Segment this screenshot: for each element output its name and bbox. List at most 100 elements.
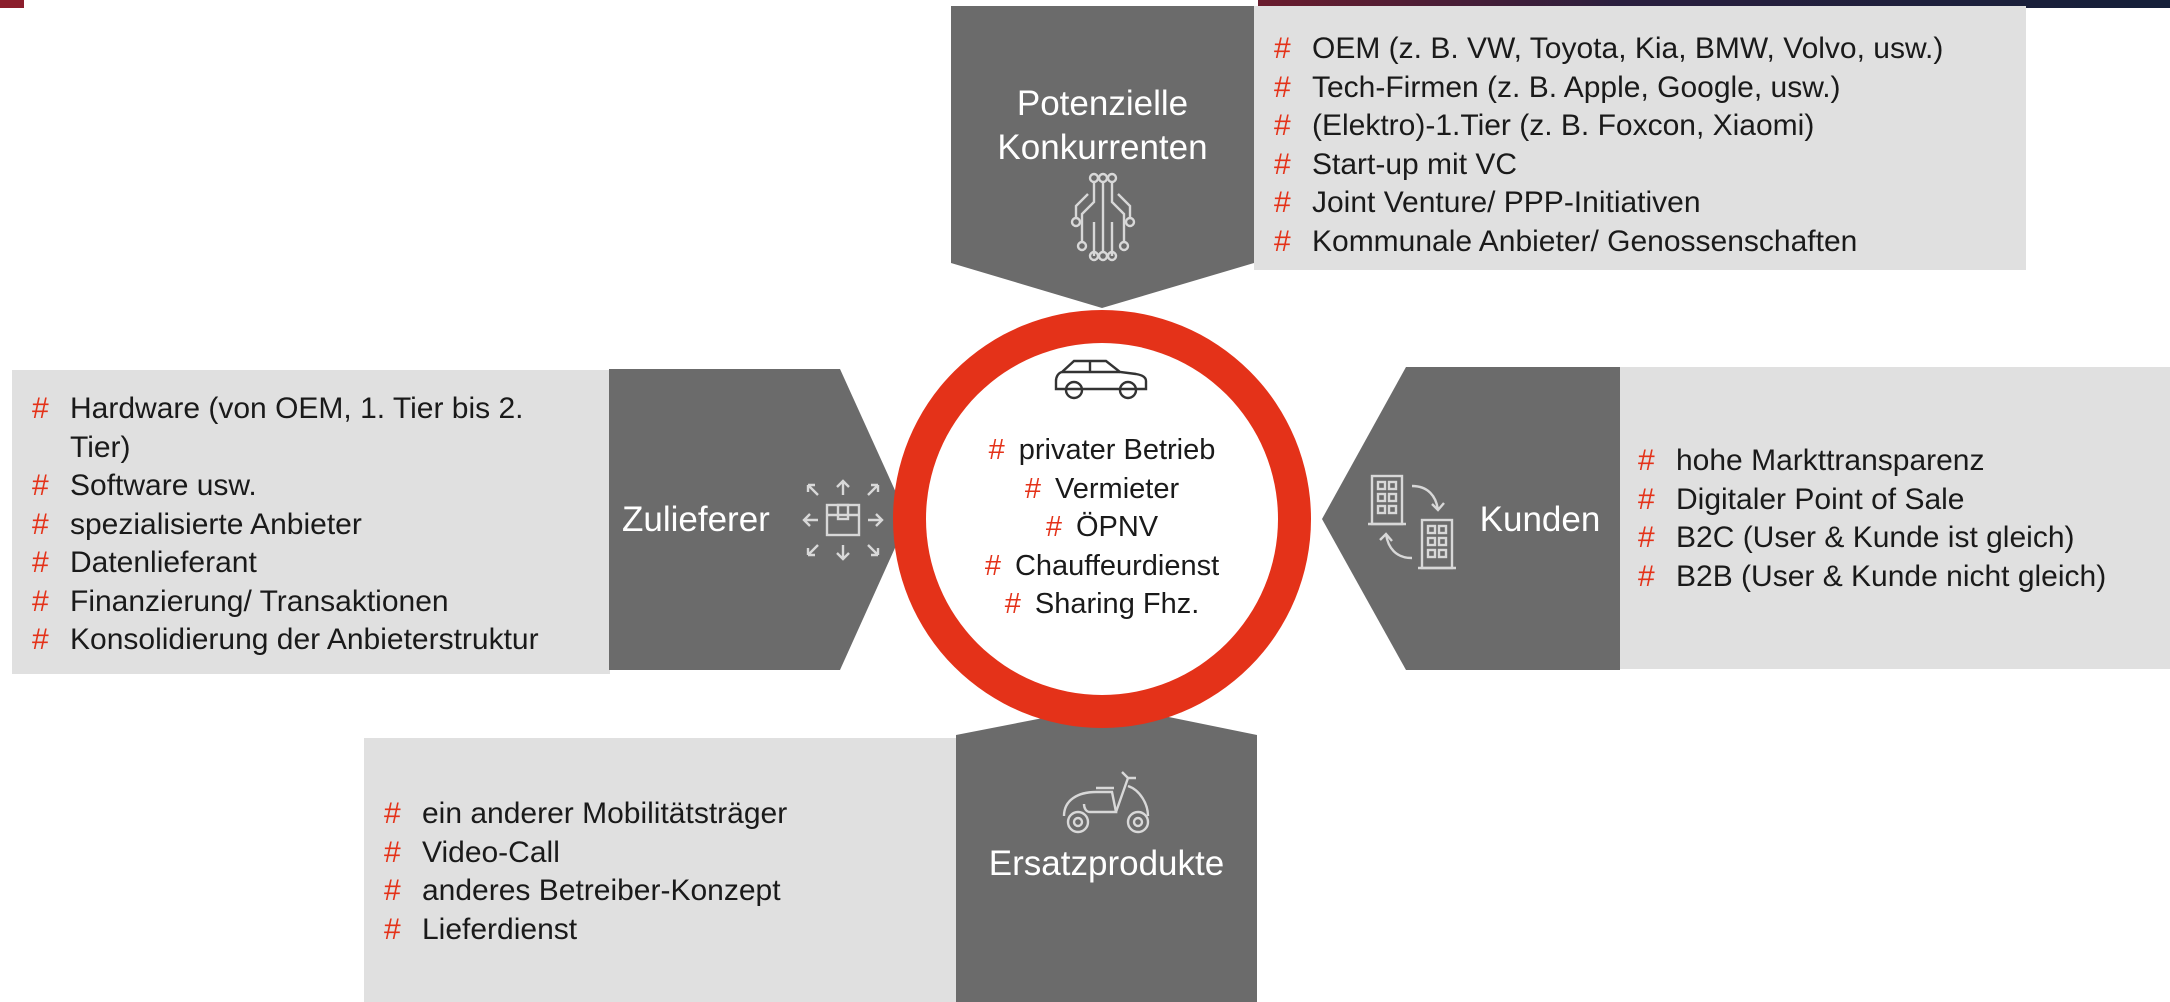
center-item: # Sharing Fhz. <box>952 585 1252 624</box>
scooter-icon <box>1062 771 1150 834</box>
customers-item: # Digitaler Point of Sale <box>1638 481 2106 520</box>
hash-bullet-icon: # <box>384 835 401 869</box>
customers-shape <box>1322 367 1620 670</box>
substitutes-item: # Lieferdienst <box>384 911 787 950</box>
hash-bullet-icon: # <box>984 549 1001 582</box>
hash-bullet-icon: # <box>1638 482 1655 516</box>
customers-item: # B2C (User & Kunde ist gleich) <box>1638 519 2106 558</box>
competitors-item-text: Joint Venture/ PPP-Initiativen <box>1312 186 1701 219</box>
competitors-item: # Joint Venture/ PPP-Initiativen <box>1274 184 1943 223</box>
suppliers-item: # Hardware (von OEM, 1. Tier bis 2. Tier) <box>32 390 572 467</box>
hash-bullet-icon: # <box>1274 32 1291 65</box>
customers-item: # B2B (User & Kunde nicht gleich) <box>1638 558 2106 597</box>
competitors-item: #(Elektro)-1.Tier (z. B. Foxcon, Xiaomi) <box>1274 107 1943 146</box>
competitors-item-text: Start-up mit VC <box>1312 147 1518 181</box>
buildings-exchange-icon <box>1368 474 1456 570</box>
center-item: # Chauffeurdienst <box>952 547 1252 586</box>
competitors-shape <box>951 6 1254 308</box>
hash-bullet-icon: # <box>384 874 401 907</box>
hash-bullet-icon: # <box>384 797 401 830</box>
customers-item-text: B2B (User & Kunde nicht gleich) <box>1676 559 2107 593</box>
hash-bullet-icon: # <box>32 623 49 656</box>
hash-bullet-icon: # <box>1045 511 1062 543</box>
suppliers-item: # Konsolidierung der Anbieterstruktur <box>32 621 572 660</box>
hash-bullet-icon: # <box>1274 70 1291 104</box>
hash-bullet-icon: # <box>32 584 49 618</box>
suppliers-panel: # Hardware (von OEM, 1. Tier bis 2. Tier)… <box>12 370 610 674</box>
suppliers-item-text: Software usw. <box>70 469 257 502</box>
suppliers-shape <box>609 369 908 670</box>
customers-item-text: Digitaler Point of Sale <box>1676 482 1965 516</box>
substitutes-shape <box>956 705 1257 1002</box>
hash-bullet-icon: # <box>1638 559 1655 593</box>
competitors-item-text: (Elektro)-1.Tier (z. B. Foxcon, Xiaomi) <box>1312 109 1815 142</box>
competitors-item: # Kommunale Anbieter/ Genossenschaften <box>1274 223 1943 262</box>
center-item: # privater Betrieb <box>952 431 1252 470</box>
hash-bullet-icon: # <box>32 469 49 502</box>
competitors-item: # Tech-Firmen (z. B. Apple, Google, usw.) <box>1274 69 1943 108</box>
customers-item-text: hohe Markttransparenz <box>1676 444 1985 477</box>
suppliers-item-text: Datenlieferant <box>70 546 257 579</box>
hash-bullet-icon: # <box>1274 224 1291 258</box>
substitutes-item: # ein anderer Mobilitätsträger <box>384 795 787 834</box>
center-item: # ÖPNV <box>952 508 1252 547</box>
suppliers-list: # Hardware (von OEM, 1. Tier bis 2. Tier)… <box>32 390 572 660</box>
suppliers-item-text: Finanzierung/ Transaktionen <box>70 584 449 618</box>
substitutes-item-text: Lieferdienst <box>422 912 578 946</box>
customers-list: # hohe Markttransparenz # Digitaler Point o… <box>1638 442 2106 596</box>
center-item-text: Vermieter <box>1055 472 1180 505</box>
substitutes-item: # anderes Betreiber-Konzept <box>384 872 787 911</box>
hash-bullet-icon: # <box>1274 147 1291 181</box>
competitors-title-line1: Potenzielle <box>1016 84 1189 123</box>
hash-bullet-icon: # <box>1274 186 1291 219</box>
customers-panel: # hohe Markttransparenz # Digitaler Point o… <box>1618 367 2170 669</box>
suppliers-item: # spezialisierte Anbieter <box>32 506 572 545</box>
hash-bullet-icon: # <box>1024 472 1042 505</box>
hash-bullet-icon: # <box>32 546 49 579</box>
center-disc <box>926 343 1278 695</box>
hash-bullet-icon: # <box>384 912 401 946</box>
substitutes-item-text: Video-Call <box>422 835 560 869</box>
substitutes-panel: # ein anderer Mobilitätsträger # Video-Call… <box>364 738 958 1002</box>
substitutes-item-text: ein anderer Mobilitätsträger <box>422 797 788 830</box>
suppliers-item: # Finanzierung/ Transaktionen <box>32 583 572 622</box>
suppliers-item: # Software usw. <box>32 467 572 506</box>
competitors-item-text: Tech-Firmen (z. B. Apple, Google, usw.) <box>1312 70 1841 104</box>
suppliers-item-text: Konsolidierung der Anbieterstruktur <box>70 623 539 656</box>
competitors-list: # OEM (z. B. VW, Toyota, Kia, BMW, Volvo,… <box>1274 30 1943 261</box>
competitors-item: # Start-up mit VC <box>1274 146 1943 185</box>
substitutes-item-text: anderes Betreiber-Konzept <box>422 874 781 907</box>
package-distribution-icon <box>802 479 884 561</box>
center-list: # privater Betrieb # Vermieter # ÖPNV # Chauffe… <box>952 431 1252 624</box>
substitutes-title: Ersatzprodukte <box>988 844 1225 883</box>
suppliers-title: Zulieferer <box>622 500 770 539</box>
competitors-item-text: Kommunale Anbieter/ Genossenschaften <box>1312 224 1858 258</box>
suppliers-item: # Datenlieferant <box>32 544 572 583</box>
center-item-text: Chauffeurdienst <box>1014 549 1220 582</box>
customers-item-text: B2C (User & Kunde ist gleich) <box>1676 521 2075 554</box>
suppliers-item-text: spezialisierte Anbieter <box>70 507 362 541</box>
competitors-item: # OEM (z. B. VW, Toyota, Kia, BMW, Volvo,… <box>1274 30 1943 69</box>
corner-accent-right <box>1258 0 2170 8</box>
substitutes-list: # ein anderer Mobilitätsträger # Video-Call… <box>384 795 787 949</box>
corner-accent-left <box>0 0 24 8</box>
hash-bullet-icon: # <box>1638 444 1655 477</box>
hash-bullet-icon: # <box>1004 588 1021 620</box>
center-item-text: Sharing Fhz. <box>1034 588 1200 620</box>
competitors-item-text: OEM (z. B. VW, Toyota, Kia, BMW, Volvo, … <box>1312 32 1944 65</box>
circuit-icon <box>1070 172 1136 262</box>
car-icon <box>1054 359 1148 400</box>
hash-bullet-icon: # <box>988 434 1005 466</box>
hash-bullet-icon: # <box>1638 521 1655 554</box>
hash-bullet-icon: # <box>32 507 49 541</box>
customers-title: Kunden <box>1479 500 1601 539</box>
hash-bullet-icon: # <box>32 392 49 425</box>
suppliers-item-text: Hardware (von OEM, 1. Tier bis 2. Tier) <box>70 392 524 464</box>
substitutes-item: # Video-Call <box>384 834 787 873</box>
competitors-title: Potenzielle Konkurrenten <box>951 82 1254 170</box>
competitors-panel: # OEM (z. B. VW, Toyota, Kia, BMW, Volvo,… <box>1254 6 2026 270</box>
center-item-text: ÖPNV <box>1075 511 1159 543</box>
competitors-title-line2: Konkurrenten <box>997 128 1208 167</box>
center-item-text: privater Betrieb <box>1018 434 1216 466</box>
